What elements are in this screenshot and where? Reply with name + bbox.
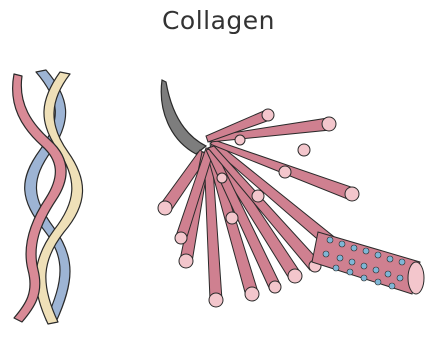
fiber-cap	[161, 80, 206, 154]
fibril-cylinder	[312, 232, 424, 294]
triple-helix	[13, 70, 83, 324]
